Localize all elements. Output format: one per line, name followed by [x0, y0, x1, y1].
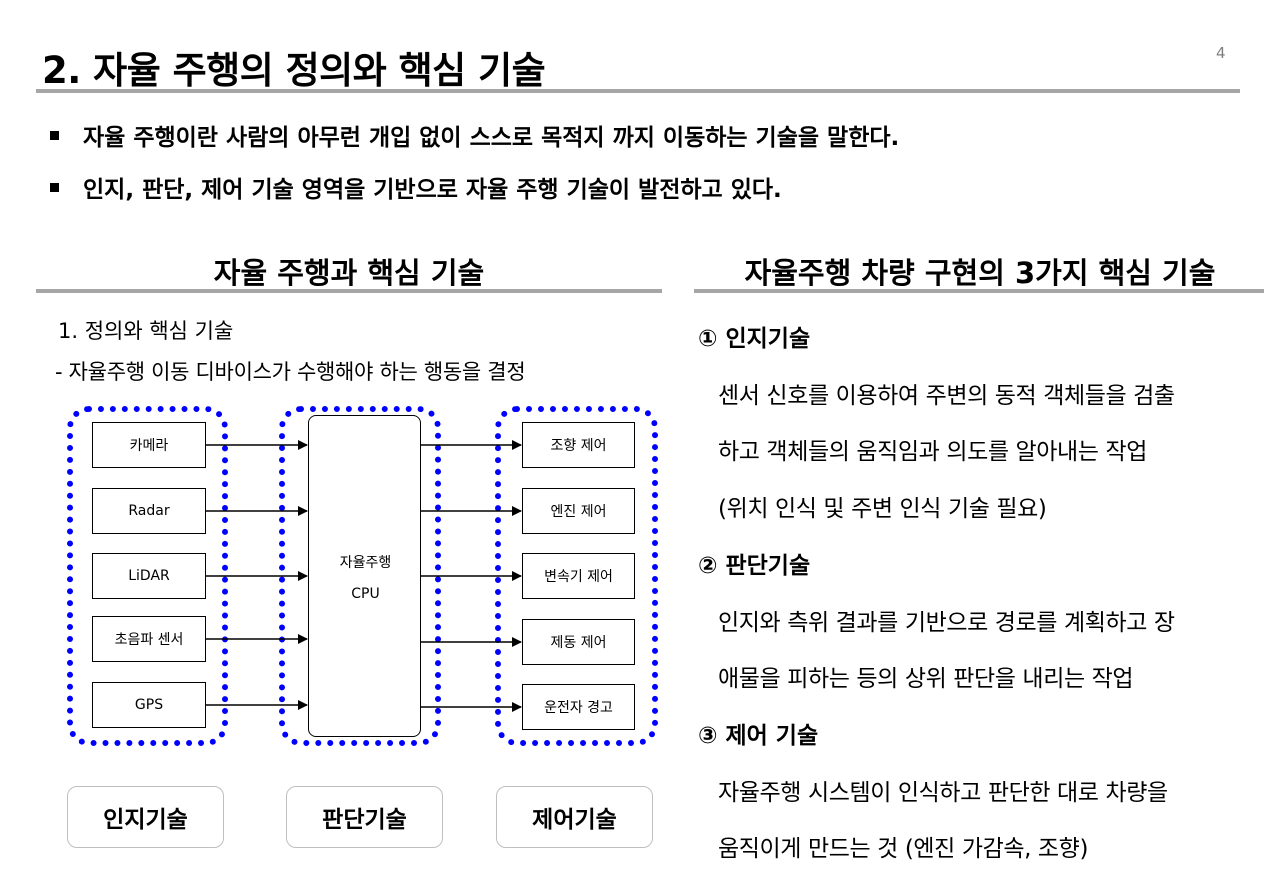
- tech-line: 센서 신호를 이용하여 주변의 동적 객체들을 검출: [718, 383, 1175, 409]
- category-perception: 인지기술: [67, 786, 224, 848]
- bullet-item: 인지, 판단, 제어 기술 영역을 기반으로 자율 주행 기술이 발전하고 있다…: [50, 170, 782, 204]
- square-bullet-icon: [50, 130, 59, 140]
- square-bullet-icon: [50, 182, 59, 192]
- sensor-box-gps: GPS: [92, 682, 206, 728]
- tech-line: 하고 객체들의 움직임과 의도를 알아내는 작업: [718, 439, 1147, 465]
- control-box-transmission: 변속기 제어: [522, 553, 635, 599]
- control-box-engine: 엔진 제어: [522, 488, 635, 534]
- sensor-box-radar: Radar: [92, 488, 206, 534]
- category-control: 제어기술: [496, 786, 653, 848]
- left-section-divider: [36, 289, 662, 293]
- cpu-label-line1: 자율주행: [339, 555, 392, 571]
- category-decision: 판단기술: [286, 786, 443, 848]
- tech-heading-perception: ① 인지기술: [698, 326, 811, 352]
- title-divider: [36, 89, 1240, 93]
- sensor-box-camera: 카메라: [92, 422, 206, 468]
- left-section-heading: 자율 주행과 핵심 기술: [213, 256, 485, 290]
- sensor-box-ultrasonic: 초음파 센서: [92, 616, 206, 662]
- tech-line: (위치 인식 및 주변 인식 기술 필요): [718, 496, 1047, 522]
- tech-heading-decision: ② 판단기술: [698, 553, 811, 579]
- tech-line: 인지와 측위 결과를 기반으로 경로를 계획하고 장: [718, 610, 1175, 636]
- cpu-box: 자율주행 CPU: [308, 415, 421, 737]
- tech-line: 자율주행 시스템이 인식하고 판단한 대로 차량을: [718, 780, 1168, 806]
- page-number: 4: [1216, 44, 1226, 62]
- definition-subtitle: 1. 정의와 핵심 기술: [58, 319, 234, 343]
- definition-description: - 자율주행 이동 디바이스가 수행해야 하는 행동을 결정: [55, 360, 526, 384]
- bullet-text: 인지, 판단, 제어 기술 영역을 기반으로 자율 주행 기술이 발전하고 있다…: [83, 177, 782, 203]
- right-section-divider: [694, 289, 1264, 293]
- slide-title: 2. 자율 주행의 정의와 핵심 기술: [42, 49, 546, 92]
- right-section-heading: 자율주행 차량 구현의 3가지 핵심 기술: [744, 256, 1216, 290]
- tech-line: 애물을 피하는 등의 상위 판단을 내리는 작업: [718, 666, 1134, 692]
- tech-heading-control: ③ 제어 기술: [698, 723, 819, 749]
- control-box-steering: 조향 제어: [522, 422, 635, 468]
- bullet-text: 자율 주행이란 사람의 아무런 개입 없이 스스로 목적지 까지 이동하는 기술…: [83, 125, 900, 151]
- cpu-label-line2: CPU: [351, 586, 380, 602]
- control-box-driver-warning: 운전자 경고: [522, 684, 635, 730]
- bullet-item: 자율 주행이란 사람의 아무런 개입 없이 스스로 목적지 까지 이동하는 기술…: [50, 118, 899, 152]
- control-box-brake: 제동 제어: [522, 619, 635, 665]
- sensor-box-lidar: LiDAR: [92, 553, 206, 599]
- tech-line: 움직이게 만드는 것 (엔진 가감속, 조향): [718, 836, 1089, 862]
